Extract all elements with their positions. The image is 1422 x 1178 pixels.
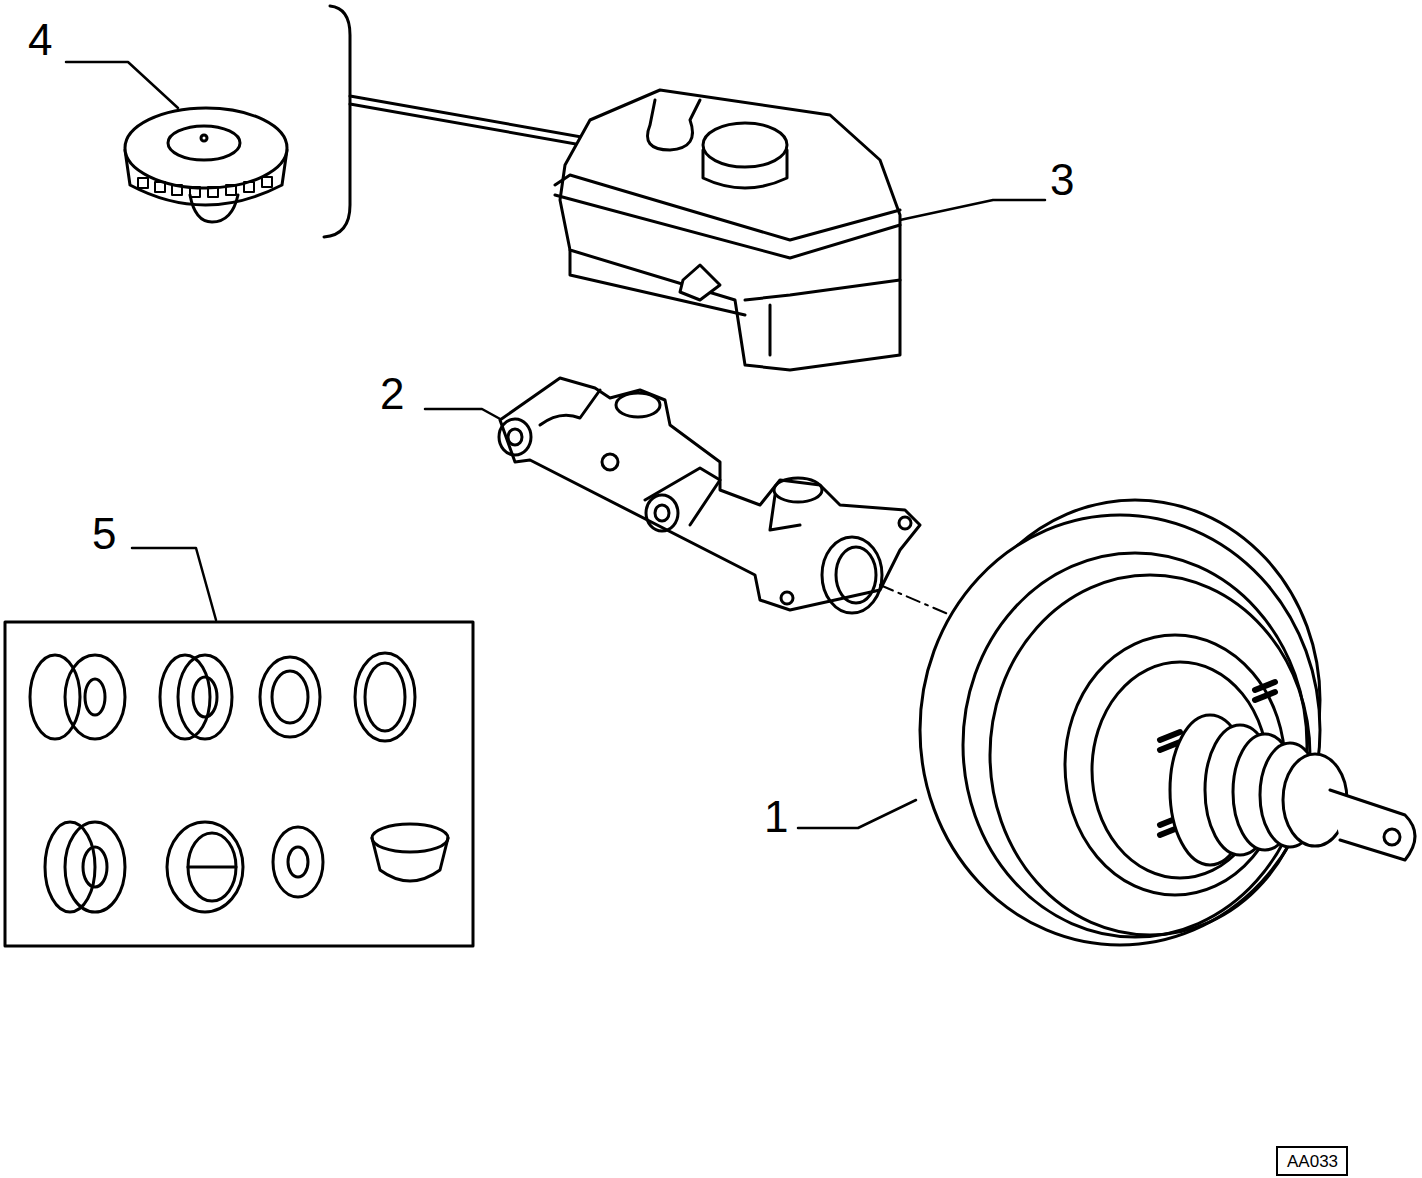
callout-number: 3 — [1050, 158, 1074, 202]
callout-number: 5 — [92, 512, 116, 556]
callout-number: 4 — [28, 18, 52, 62]
brake-booster — [920, 500, 1415, 945]
seal-kit — [5, 622, 473, 946]
fluid-reservoir — [555, 90, 900, 370]
callout-number: 2 — [380, 372, 404, 416]
callout-number: 1 — [764, 795, 788, 839]
leader-lines — [66, 62, 1045, 828]
reservoir-cap — [125, 108, 287, 222]
figure-code-box: AA033 — [1276, 1146, 1348, 1176]
master-cylinder — [499, 378, 955, 617]
figure-code: AA033 — [1287, 1152, 1337, 1172]
